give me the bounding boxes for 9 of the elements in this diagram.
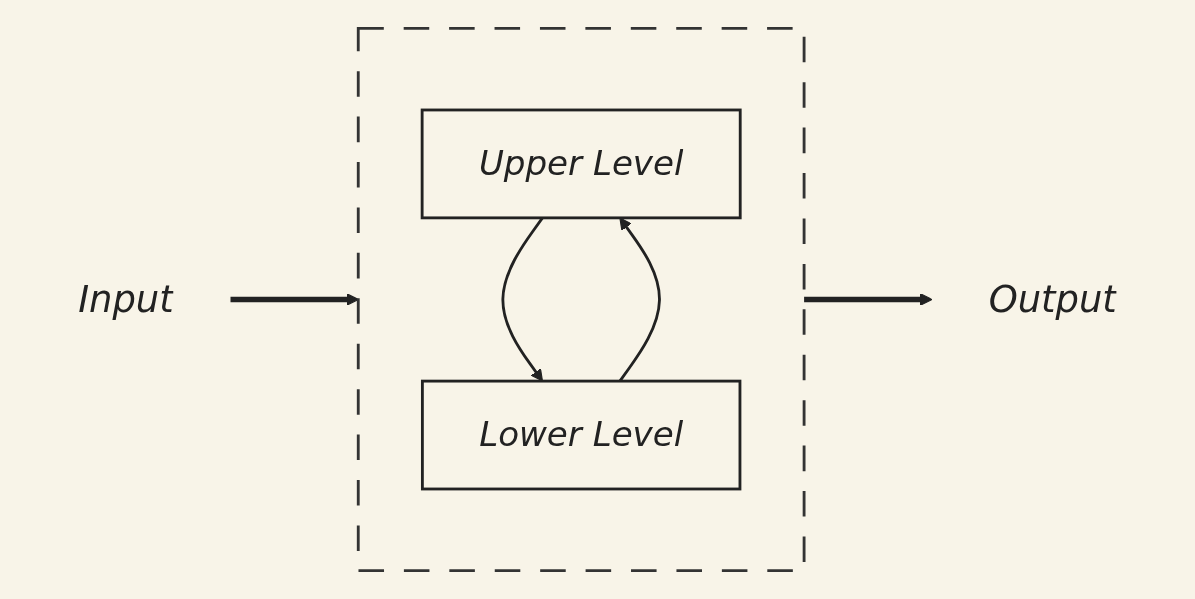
- node-box: Lower Level: [420, 379, 742, 491]
- arrow: [230, 293, 359, 306]
- node-box: Upper Level: [420, 108, 742, 220]
- cluster: [356, 26, 806, 573]
- arrow: [618, 217, 661, 382]
- node-text: Input: [78, 277, 174, 321]
- node-text: Output: [988, 277, 1117, 321]
- arrow: [501, 217, 544, 382]
- arrow: [804, 293, 933, 306]
